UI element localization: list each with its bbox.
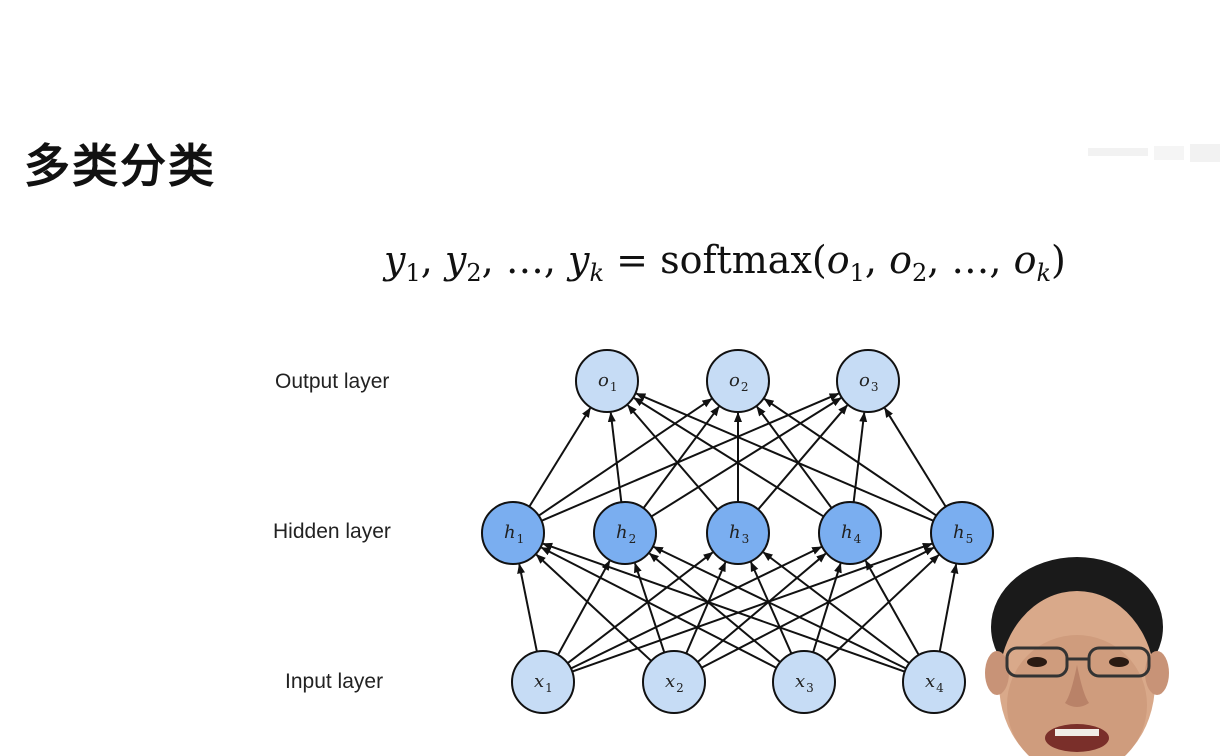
- edge-h3-o1: [627, 404, 719, 511]
- output-node-o1-circle: [575, 349, 639, 413]
- slide-title: 多类分类: [24, 139, 216, 193]
- hidden-node-h2-label: h2: [616, 522, 636, 546]
- edge-h3-o3: [757, 404, 848, 511]
- edge-h1-o2: [538, 398, 713, 517]
- output-node-o1-label: o1: [598, 370, 617, 394]
- input-node-x3-circle: [772, 650, 836, 714]
- edge-h2-o1: [607, 411, 623, 503]
- edge-x2-h1: [535, 554, 652, 662]
- hidden-node-h3-circle: [706, 501, 770, 565]
- input-node-x2-label: x2: [665, 671, 684, 695]
- edge-x3-h1: [540, 546, 777, 669]
- output-layer-label: Output layer: [275, 370, 390, 393]
- input-node-x1-circle: [511, 650, 575, 714]
- output-node-o1: o1: [575, 349, 639, 413]
- edge-x1-h3: [567, 551, 714, 664]
- edge-x3-h5: [825, 554, 940, 662]
- hidden-node-h1-label: h1: [504, 522, 524, 546]
- formula-o2: o: [889, 238, 912, 282]
- hidden-node-h4: h4: [818, 501, 882, 565]
- edge-h1-o1: [528, 407, 592, 508]
- output-node-o2-label: o2: [729, 370, 748, 394]
- output-node-o2-circle: [706, 349, 770, 413]
- edge-x3-h4: [812, 562, 842, 653]
- hidden-node-h3: h3: [706, 501, 770, 565]
- edge-h5-o1: [635, 392, 934, 522]
- edge-x4-h4: [864, 560, 920, 656]
- edge-x3-h3: [750, 561, 793, 655]
- formula-ok: o: [1013, 238, 1037, 282]
- hidden-node-h4-circle: [818, 501, 882, 565]
- output-node-o3-circle: [836, 349, 900, 413]
- formula-ok-sub: k: [1036, 259, 1052, 287]
- hidden-node-h5-label: h5: [953, 522, 973, 546]
- hidden-node-h2: h2: [593, 501, 657, 565]
- edge-x3-h2: [648, 552, 781, 663]
- formula-yk-sub: k: [589, 259, 605, 287]
- hidden-node-h1-circle: [481, 501, 545, 565]
- formula-y1: y: [384, 238, 406, 282]
- edge-h2-o2: [642, 405, 720, 509]
- formula-y2-sub: 2: [466, 259, 482, 287]
- input-node-x1-label: x1: [534, 671, 553, 695]
- hidden-node-h3-label: h3: [729, 522, 749, 546]
- edge-h2-o3: [650, 397, 842, 518]
- formula-y1-sub: 1: [405, 259, 421, 287]
- edge-x4-h2: [652, 545, 907, 670]
- edge-x2-h5: [701, 546, 935, 669]
- formula-y2: y: [444, 238, 467, 282]
- formula-o2-sub: 2: [911, 259, 928, 287]
- hidden-layer-label: Hidden layer: [273, 520, 391, 543]
- network-edges: [517, 392, 959, 673]
- presenter-video: [985, 555, 1221, 756]
- input-node-x4-label: x4: [925, 671, 944, 695]
- edge-h4-o1: [633, 397, 825, 518]
- input-layer-label: Input layer: [285, 670, 384, 693]
- input-node-x2-circle: [642, 650, 706, 714]
- input-node-x1: x1: [511, 650, 575, 714]
- hidden-node-h5: h5: [930, 501, 994, 565]
- watermark-logo: [1088, 142, 1221, 166]
- hidden-node-h5-circle: [930, 501, 994, 565]
- edge-x1-h4: [570, 546, 823, 670]
- edge-x1-h1: [517, 563, 538, 652]
- input-node-x3: x3: [772, 650, 836, 714]
- formula-yk: y: [568, 238, 590, 282]
- output-node-o3-label: o3: [859, 370, 878, 394]
- output-node-o3: o3: [836, 349, 900, 413]
- formula-equals: =: [616, 238, 648, 282]
- formula-function: softmax: [660, 238, 812, 282]
- softmax-formula: y1, y2, …, yk = softmax(o1, o2, …, ok): [384, 238, 1066, 287]
- edge-x4-h5: [938, 563, 959, 652]
- hidden-node-h1: h1: [481, 501, 545, 565]
- edge-h5-o3: [883, 407, 947, 508]
- output-node-o2: o2: [706, 349, 770, 413]
- hidden-node-h2-circle: [593, 501, 657, 565]
- edge-h4-o2: [756, 405, 833, 509]
- edge-x2-h4: [697, 552, 827, 663]
- formula-o1: o: [826, 238, 850, 282]
- formula-ellipsis-2: …: [951, 238, 990, 282]
- hidden-node-h4-label: h4: [841, 522, 862, 546]
- input-node-x3-label: x3: [795, 671, 814, 695]
- formula-ellipsis-1: …: [505, 238, 544, 282]
- input-node-x2: x2: [642, 650, 706, 714]
- input-node-x4-circle: [902, 650, 966, 714]
- network-nodes: o1 o2 o3 h1 h2 h3 h4 h5 x1 x2 x3 x4: [481, 349, 994, 714]
- edge-h5-o2: [763, 398, 937, 517]
- edge-x1-h2: [557, 560, 611, 656]
- edge-x4-h1: [542, 542, 906, 673]
- input-node-x4: x4: [902, 650, 966, 714]
- edge-x4-h3: [762, 551, 910, 665]
- formula-o1-sub: 1: [849, 259, 865, 287]
